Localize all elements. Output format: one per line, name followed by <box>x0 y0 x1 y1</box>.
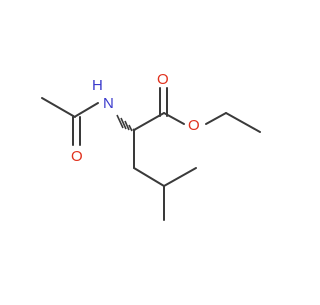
bond-acetyl-n <box>75 102 99 117</box>
bond-ch-me-upper <box>163 167 197 187</box>
bond-oether-ch2 <box>205 112 227 125</box>
bond-carbonyl-oether <box>163 112 185 125</box>
structure-svg: N H O O O <box>41 71 261 221</box>
bond-alpha-carbonyl <box>133 112 165 131</box>
atom-o-ester-carbonyl-label: O <box>157 71 169 88</box>
atom-o-amide-label: O <box>71 148 83 165</box>
hashed-wedge-bond <box>116 114 136 132</box>
molecule-diagram: N H O O O <box>41 71 261 221</box>
atom-h-label: H <box>92 77 103 94</box>
bond-methyl-acetyl <box>41 97 76 118</box>
atom-n-label: N <box>103 95 114 112</box>
bond-ch2-ch <box>133 167 165 187</box>
bond-ch2-ch3 <box>225 112 261 133</box>
atom-o-ether-label: O <box>188 117 200 134</box>
